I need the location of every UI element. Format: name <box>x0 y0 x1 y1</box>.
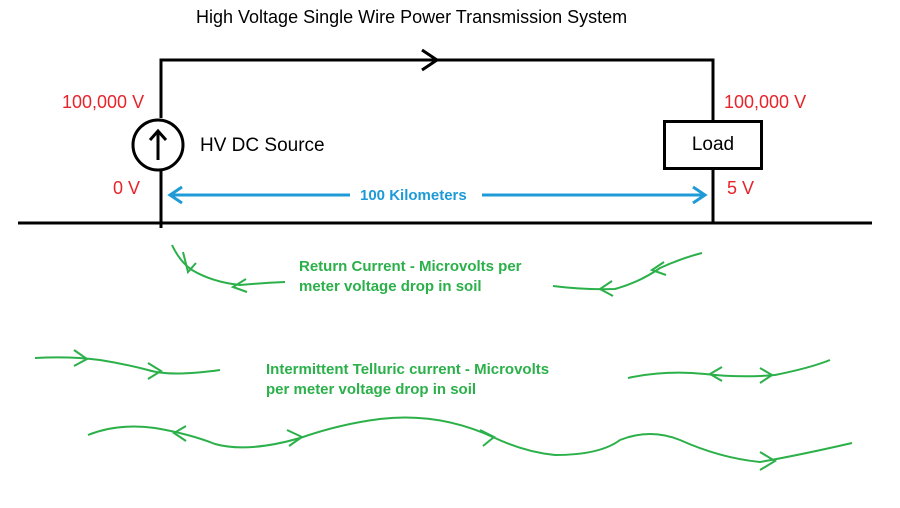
return-current-line2: meter voltage drop in soil <box>299 278 482 295</box>
distance-label: 100 Kilometers <box>360 187 467 204</box>
source-bottom-voltage-label: 0 V <box>113 178 141 198</box>
load-label: Load <box>691 134 735 155</box>
current-direction-arrow <box>421 48 440 72</box>
return-current-left <box>171 244 286 293</box>
telluric-current-caption: Intermittent Telluric current - Microvol… <box>266 360 549 400</box>
dc-source-symbol <box>131 118 185 172</box>
telluric-line1: Intermittent Telluric current - Microvol… <box>266 361 550 378</box>
return-current-right <box>552 252 703 297</box>
diagram-title: High Voltage Single Wire Power Transmiss… <box>196 7 628 27</box>
distance-arrow <box>167 185 708 205</box>
telluric-current-wave <box>87 416 853 471</box>
return-current-caption: Return Current - Microvolts per meter vo… <box>299 257 522 297</box>
transmission-wire <box>159 58 715 120</box>
load-box: Load <box>663 120 763 170</box>
telluric-current-right <box>627 359 831 384</box>
source-name-label: HV DC Source <box>200 135 325 156</box>
telluric-line2: per meter voltage drop in soil <box>266 381 477 398</box>
return-current-line1: Return Current - Microvolts per <box>299 258 522 275</box>
telluric-current-left <box>34 349 221 380</box>
load-top-voltage-label: 100,000 V <box>724 92 807 112</box>
source-top-voltage-label: 100,000 V <box>62 92 145 112</box>
load-bottom-voltage-label: 5 V <box>727 178 755 198</box>
